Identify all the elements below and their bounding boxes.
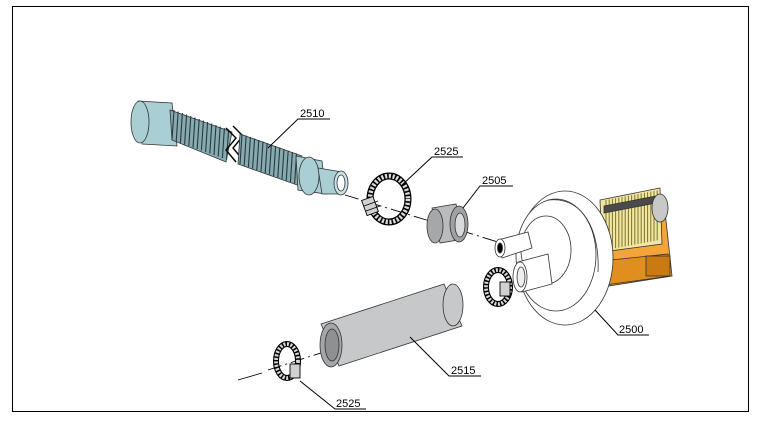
part-label-2505: 2505	[482, 175, 506, 187]
hatch-line	[273, 145, 277, 177]
upper-hose-clamp-part	[361, 172, 412, 226]
flexible-hose-part	[130, 100, 349, 196]
hatch-line	[239, 133, 243, 165]
blower-hose-clamp-part	[483, 267, 513, 307]
hatch-line	[285, 150, 289, 181]
blower-unit-part	[494, 187, 673, 326]
hatch-line	[226, 129, 230, 160]
hatch-line	[277, 147, 281, 178]
part-label-2510: 2510	[300, 108, 324, 120]
part-label-2500: 2500	[619, 324, 643, 336]
hatch-line	[221, 127, 225, 159]
hatch-line	[289, 151, 293, 183]
hatch-line	[192, 117, 196, 148]
hatch-line	[264, 142, 268, 174]
hatch-line	[243, 135, 247, 166]
hatch-line	[171, 109, 175, 141]
part-label-2525-lower: 2525	[336, 398, 360, 410]
hatch-line	[196, 118, 200, 150]
hatch-line	[260, 141, 264, 172]
hatch-line	[268, 144, 272, 175]
hatch-line	[179, 112, 183, 144]
hatch-line	[217, 126, 221, 157]
hatch-line	[252, 138, 256, 169]
hatch-line	[200, 120, 204, 151]
part-label-2525-upper: 2525	[434, 146, 458, 158]
hose-corrugations-right	[239, 133, 298, 184]
leader-lines	[267, 118, 649, 410]
hatch-line	[247, 136, 251, 168]
part-label-2515: 2515	[451, 365, 475, 377]
hatch-line	[184, 114, 188, 145]
hatch-line	[281, 148, 285, 180]
hose-corrugations-left	[171, 109, 230, 160]
hatch-line	[188, 115, 192, 147]
connector-sleeve-part	[426, 203, 469, 244]
rigid-pipe-part	[319, 283, 464, 368]
hatch-line	[209, 123, 213, 154]
hatch-line	[175, 111, 179, 142]
lower-hose-clamp-part	[273, 341, 301, 381]
hatch-line	[213, 124, 217, 156]
hatch-line	[256, 139, 260, 171]
hatch-line	[205, 121, 209, 153]
